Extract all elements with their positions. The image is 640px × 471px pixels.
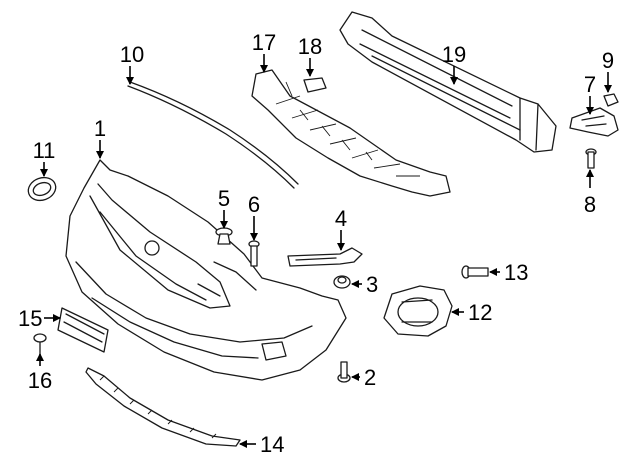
callout-3: 3 [366,272,378,297]
callout-9: 9 [602,48,614,73]
callout-10: 10 [120,42,144,67]
callout-18: 18 [298,34,322,59]
upper-seal-strip-part [129,81,299,185]
callout-7: 7 [584,72,596,97]
callout-4: 4 [335,206,347,231]
bolt-2-part [337,361,351,383]
lower-molding-part [85,367,241,447]
callout-6: 6 [248,192,260,217]
bolt-6-part [248,240,260,267]
callout-2: 2 [364,365,376,390]
callout-14: 14 [260,432,284,457]
bolt-13-part [461,265,489,279]
callout-1: 1 [94,116,106,141]
callout-8: 8 [584,192,596,217]
reinforcement-beam-part [339,11,557,153]
callout-leaders [36,54,612,448]
callout-numbers: 1 2 3 4 5 6 7 8 9 10 11 12 13 14 15 16 1… [18,30,614,457]
callout-16: 16 [28,368,52,393]
callout-15: 15 [18,306,42,331]
push-clip-part [215,227,233,245]
callout-19: 19 [442,42,466,67]
license-bracket-part [57,307,109,353]
callout-13: 13 [504,260,528,285]
energy-absorber-part [251,69,451,197]
bracket-bolt-part [585,148,597,169]
license-screw-part [33,333,47,355]
callout-11: 11 [33,138,56,163]
upper-seal-strip-edge [127,85,295,189]
side-bracket-part [287,247,363,267]
clip-nut-part [333,275,351,289]
emblem-part [27,176,57,202]
side-mount-bracket-part [569,107,619,137]
callout-17: 17 [252,30,276,55]
callout-12: 12 [468,300,492,325]
lower-molding-hatch [99,375,217,439]
absorber-pad-part [303,77,327,93]
fog-lamp-bezel-part [383,285,453,337]
bracket-nut-part [603,93,619,107]
bumper-cover-part [65,159,347,381]
callout-5: 5 [218,186,230,211]
